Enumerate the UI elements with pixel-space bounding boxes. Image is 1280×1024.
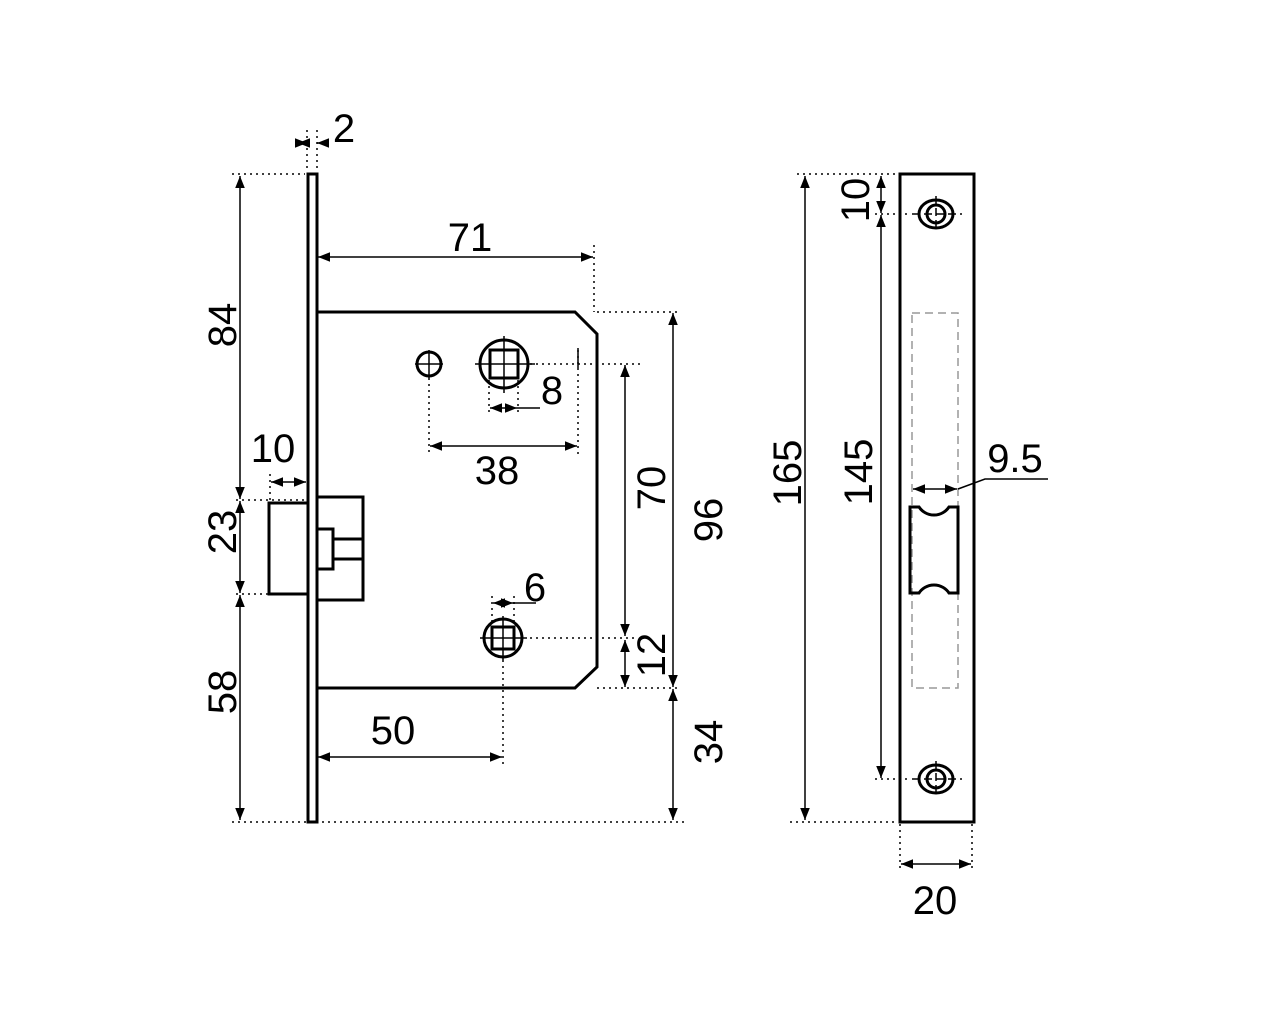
lock-body-view: 2 84 23 58 10 71 38 8 6 70 12 96 34 50	[201, 107, 731, 824]
dim-top-to-latch: 84	[201, 303, 245, 348]
dim-strike-total-height: 165	[766, 440, 810, 507]
strike-pocket-outline	[911, 312, 959, 689]
dim-strike-cutout-width: 9.5	[987, 437, 1043, 481]
latch-housing	[315, 495, 365, 602]
dim-backset: 71	[448, 216, 493, 260]
dim-latch-projection: 10	[251, 427, 296, 471]
dim-lower-backset: 50	[371, 709, 416, 753]
dim-lower-to-body-bottom: 12	[630, 633, 674, 678]
dim-lower-square: 6	[524, 566, 546, 610]
dim-spindle-square: 8	[541, 369, 563, 413]
dim-body-height: 96	[687, 498, 731, 543]
dim-latch-height: 23	[201, 510, 245, 555]
screw-hole-top	[912, 196, 962, 232]
strike-cutout	[908, 505, 960, 595]
spindle-hole	[475, 336, 535, 393]
latch-stem	[315, 527, 335, 571]
screw-hole-bottom	[912, 761, 962, 797]
dim-strike-hole-spacing: 145	[837, 439, 881, 506]
lower-spindle-hole	[480, 616, 527, 660]
dim-strike-width: 20	[913, 879, 958, 923]
dim-faceplate-thickness: 2	[333, 107, 355, 151]
strike-plate	[898, 172, 976, 824]
lock-case	[317, 310, 599, 690]
dim-body-bottom-to-end: 34	[687, 720, 731, 765]
dim-strike-top-to-hole: 10	[834, 178, 878, 223]
latch-bolt	[267, 501, 310, 596]
small-hole	[415, 350, 443, 378]
dim-spindle-center-distance: 70	[630, 466, 674, 511]
dim-hole-spacing: 38	[475, 449, 520, 493]
strike-plate-view: 165 10 145 9.5 20	[766, 172, 1048, 923]
dim-latch-to-bottom: 58	[201, 670, 245, 715]
